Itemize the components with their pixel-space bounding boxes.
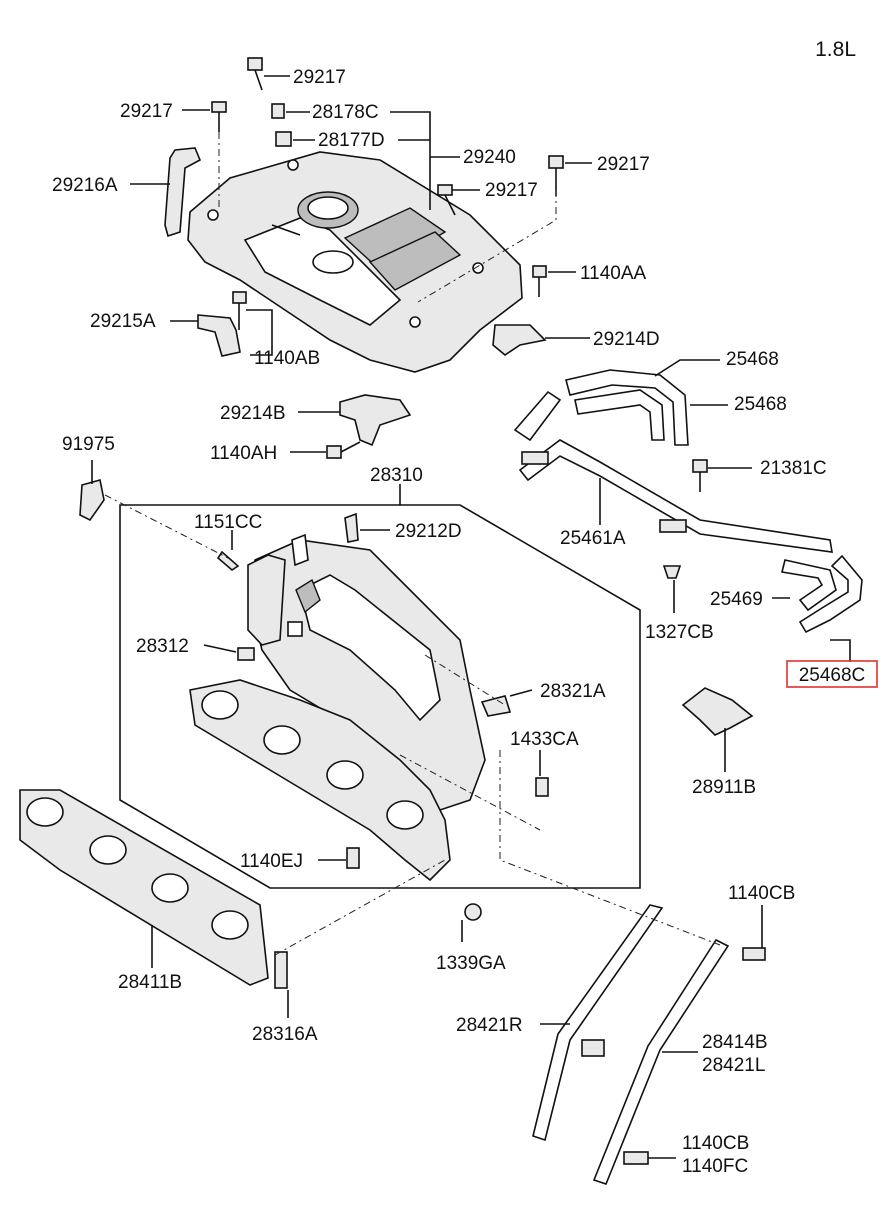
pin-1433CA (535, 777, 549, 797)
callout-29214B: 29214B (220, 403, 286, 424)
callout-25461A: 25461A (560, 528, 626, 549)
bolt-29217-left (211, 101, 227, 132)
bolt-1140CB-upper (742, 947, 766, 961)
callout-1140EJ: 1140EJ (240, 851, 303, 872)
manifold-frame (119, 504, 641, 889)
grommet-28177D (275, 131, 292, 147)
stud-1140EJ (346, 847, 360, 869)
callout-28177D: 28177D (318, 130, 385, 151)
callout-25468-lower: 25468 (734, 394, 787, 415)
bolt-1140CB-lower (623, 1151, 649, 1165)
hose-25468 (565, 369, 689, 446)
callout-25468-upper: 25468 (726, 349, 779, 370)
gasket-28411B (19, 789, 269, 986)
engine-cover (187, 151, 523, 373)
bolt-1140AH (326, 441, 361, 459)
callout-29214D: 29214D (593, 329, 660, 350)
engine-variant-label: 1.8L (815, 38, 856, 61)
hose-25468-lower (574, 389, 665, 441)
callout-29212D: 29212D (395, 521, 462, 542)
fitting-29212D (344, 512, 359, 543)
bracket-91975 (79, 478, 105, 522)
callout-28421R: 28421R (456, 1015, 523, 1036)
callout-1140CB-lower: 1140CB (682, 1133, 749, 1154)
bolt-1151CC (216, 550, 240, 572)
callout-28321A: 28321A (540, 681, 606, 702)
bracket-28911B (681, 687, 754, 736)
callout-29240: 29240 (463, 147, 516, 168)
stay-28421R (532, 904, 664, 1142)
grommet-28178C (271, 103, 285, 119)
nut-1339GA (464, 903, 482, 921)
clip-1327CB (662, 565, 682, 579)
callout-21381C: 21381C (760, 458, 827, 479)
manifold-flange (189, 679, 451, 882)
callout-1140AA: 1140AA (580, 263, 647, 284)
bracket-29214D (492, 324, 547, 356)
clip-28316A (274, 951, 288, 989)
callout-1140FC: 1140FC (682, 1156, 748, 1177)
callout-28421L: 28421L (702, 1055, 765, 1076)
callout-1140AB: 1140AB (254, 348, 320, 369)
callout-1151CC: 1151CC (194, 512, 262, 533)
bolt-29217-top (247, 57, 263, 91)
callout-28316A: 28316A (252, 1024, 318, 1045)
callout-1140CB-upper: 1140CB (728, 883, 795, 904)
callout-29217-mid: 29217 (485, 180, 538, 201)
callout-28911B: 28911B (692, 777, 756, 798)
callout-25468C[interactable]: 25468C (799, 665, 866, 686)
leader-lines (91, 75, 851, 1159)
hose-25469 (781, 559, 837, 612)
callout-1433CA: 1433CA (510, 729, 579, 750)
bracket-29216A (164, 147, 202, 238)
callout-28414B: 28414B (702, 1032, 768, 1053)
callout-29216A: 29216A (52, 175, 118, 196)
hose-25468C (798, 554, 863, 634)
bracket-29214B (339, 394, 412, 447)
callout-25469: 25469 (710, 589, 763, 610)
bolt-28312 (237, 647, 255, 661)
breather-pipe-25461A (513, 390, 833, 553)
callout-28411B: 28411B (118, 972, 182, 993)
callout-29215A: 29215A (90, 311, 156, 332)
callout-28310: 28310 (370, 465, 423, 486)
bolt-28321A (480, 695, 512, 717)
callout-1339GA: 1339GA (436, 953, 506, 974)
callout-29217-right: 29217 (597, 154, 650, 175)
callout-28312: 28312 (136, 636, 189, 657)
intake-manifold (247, 533, 486, 811)
bolt-1140AA (532, 265, 547, 297)
callout-29217-top: 29217 (293, 67, 346, 88)
callout-1327CB: 1327CB (645, 622, 714, 643)
callout-91975: 91975 (62, 434, 115, 455)
callout-1140AH: 1140AH (210, 443, 277, 464)
dashed-references (104, 132, 721, 956)
bolt-21381C (692, 459, 708, 492)
stay-28421L (592, 938, 730, 1185)
callout-28178C: 28178C (312, 102, 379, 123)
highlight-box-25468C (786, 660, 878, 688)
bolt-1140AB (232, 291, 247, 330)
bracket-29215A (197, 314, 241, 357)
callout-29217-left: 29217 (120, 101, 173, 122)
